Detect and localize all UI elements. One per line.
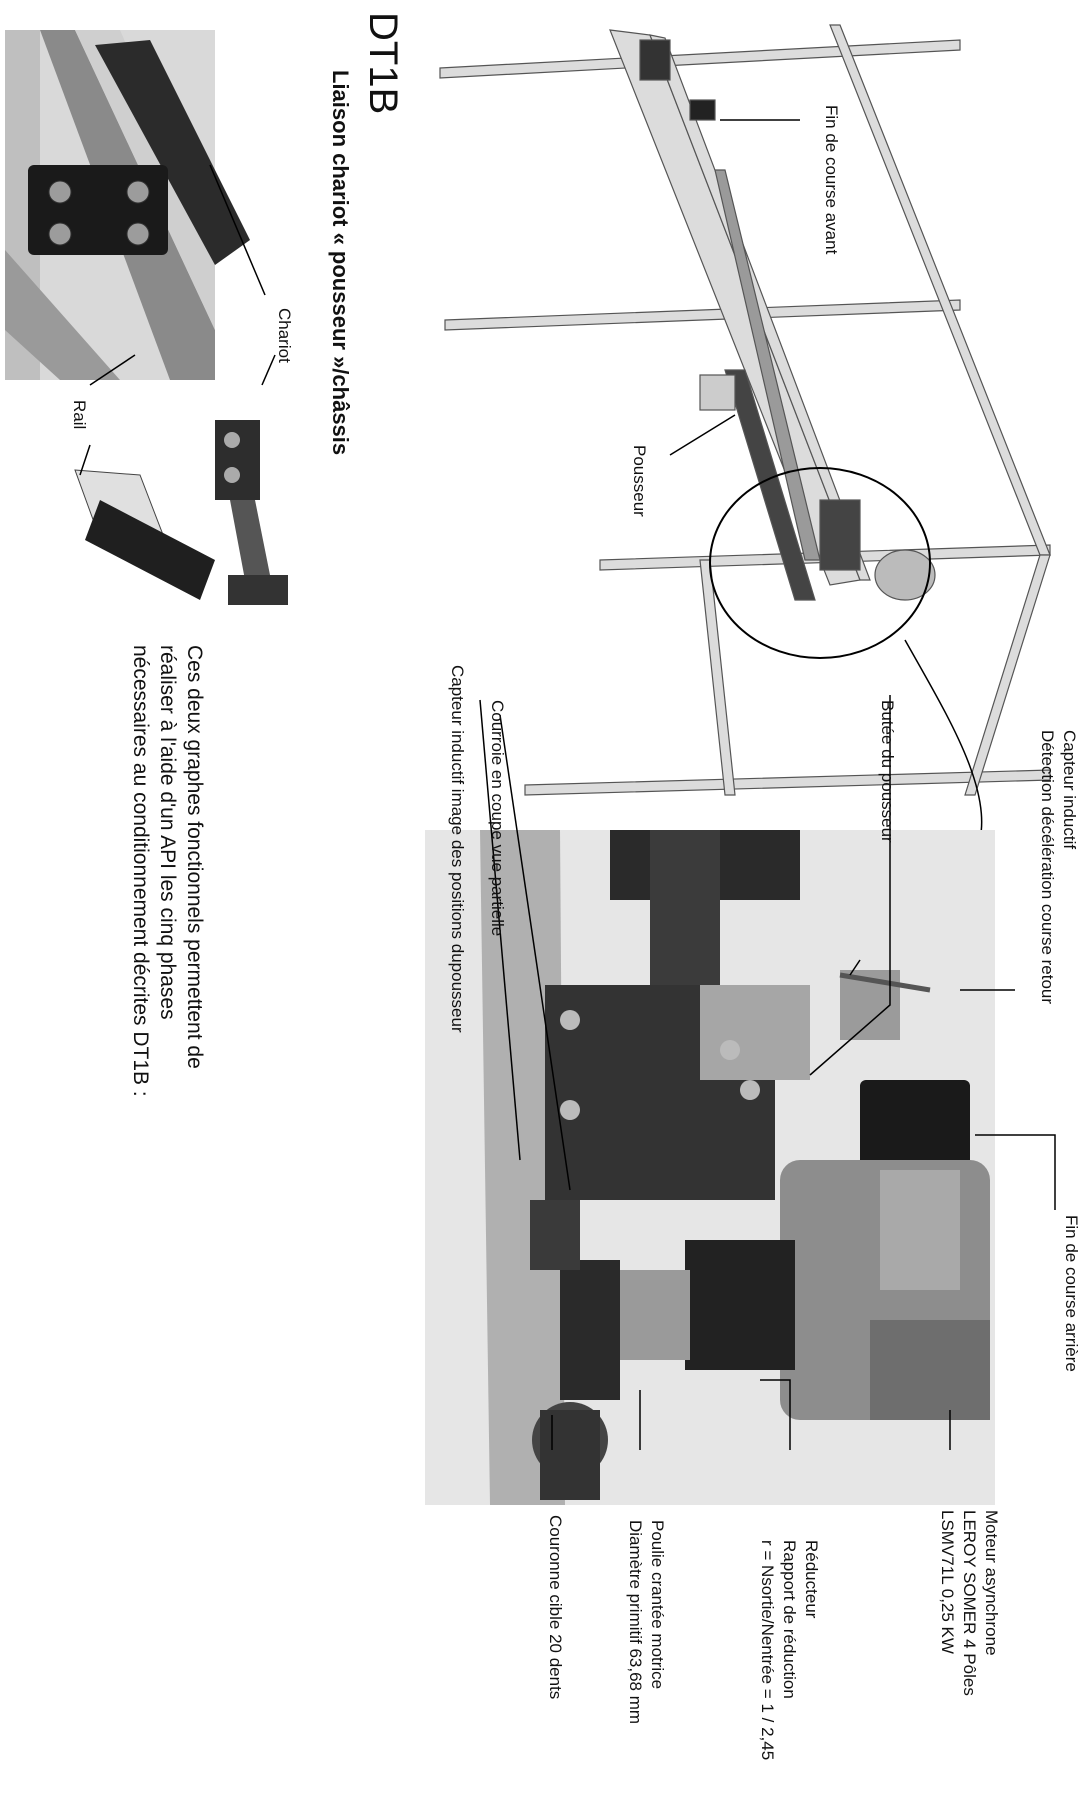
label-courroie: Courroie en coupe vue partielle (488, 700, 507, 937)
moteur-line-1: Moteur asynchrone (982, 1510, 1001, 1656)
label-reducteur: Réducteur Rapport de réduction r = Nsort… (756, 1540, 822, 1760)
paragraph-line-3: nécessaires au conditionnement décrites … (129, 645, 152, 1097)
page-subtitle: Liaison chariot « pousseur »/châssis (328, 70, 353, 456)
capteur-inductif-line-2: Détection décélération course retour (1038, 730, 1057, 1005)
capteur-inductif-line-1: Capteur inductif (1060, 730, 1079, 850)
paragraph-line-1: Ces deux graphes fonctionnels permettent… (183, 645, 206, 1069)
label-couronne: Couronne cible 20 dents (546, 1515, 565, 1700)
poulie-line-2: Diamètre primitif 63,68 mm (626, 1520, 645, 1725)
poulie-line-1: Poulie crantée motrice (648, 1520, 667, 1690)
label-rail: Rail (70, 400, 89, 430)
reducteur-line-1: Réducteur (802, 1540, 821, 1619)
label-pousseur: Pousseur (630, 445, 649, 517)
closeup-arrows (479, 695, 1056, 1450)
paragraph-line-2: réaliser à l'aide d'un API les cinq phas… (156, 645, 179, 1020)
label-capteur-inductif: Capteur inductif Détection décélération … (1036, 730, 1080, 1004)
label-chariot: Chariot (275, 308, 294, 363)
chassis-frame-view (439, 24, 1051, 856)
label-fin-course-arriere: Fin de course arrière (1062, 1215, 1081, 1372)
reducteur-line-3: r = Nsortie/Nentrée = 1 / 2,45 (758, 1540, 777, 1761)
reducteur-line-2: Rapport de réduction (780, 1540, 799, 1699)
description-paragraph: Ces deux graphes fonctionnels permettent… (127, 645, 208, 1097)
label-moteur: Moteur asynchrone LEROY SOMER 4 Pôles LS… (936, 1510, 1002, 1696)
moteur-line-3: LSMV71L 0,25 KW (938, 1510, 957, 1654)
label-capteur-image: Capteur inductif image des positions dup… (448, 665, 467, 1033)
chariot-rail-detail-view (5, 30, 288, 605)
page-title: DT1B (361, 12, 405, 115)
label-butee-pousseur: Butée du pousseur (878, 700, 897, 843)
mechanism-closeup-view (425, 830, 995, 1505)
label-fin-course-avant: Fin de course avant (822, 105, 841, 255)
label-poulie: Poulie crantée motrice Diamètre primitif… (624, 1520, 668, 1724)
pousseur-arrow (669, 414, 736, 456)
moteur-line-2: LEROY SOMER 4 Pôles (960, 1510, 979, 1696)
